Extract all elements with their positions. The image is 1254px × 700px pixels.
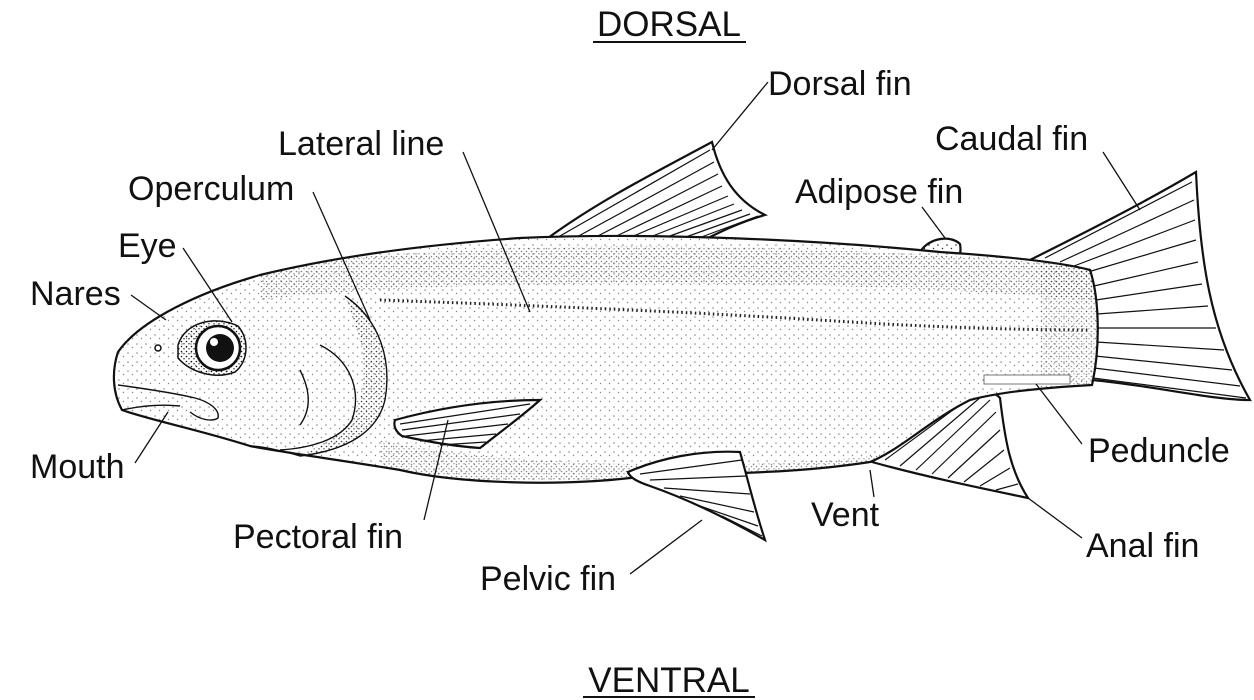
dorsal-heading: DORSAL bbox=[593, 5, 746, 44]
label-dorsal-fin: Dorsal fin bbox=[768, 65, 912, 103]
eye bbox=[196, 326, 240, 370]
pelvic-fin bbox=[628, 452, 765, 540]
label-pelvic-fin: Pelvic fin bbox=[480, 560, 616, 598]
ventral-heading: VENTRAL bbox=[583, 661, 755, 700]
label-mouth: Mouth bbox=[30, 448, 125, 486]
label-nares: Nares bbox=[30, 275, 121, 313]
label-pectoral-fin: Pectoral fin bbox=[233, 518, 403, 556]
label-operculum: Operculum bbox=[128, 170, 294, 208]
dorsal-fin bbox=[548, 142, 765, 242]
label-lateral-line: Lateral line bbox=[278, 125, 444, 163]
label-anal-fin: Anal fin bbox=[1086, 527, 1199, 565]
nares bbox=[155, 345, 161, 351]
label-vent: Vent bbox=[811, 496, 880, 534]
label-eye: Eye bbox=[118, 227, 177, 265]
label-peduncle: Peduncle bbox=[1088, 432, 1230, 470]
dorsal-text: DORSAL bbox=[597, 5, 741, 44]
peduncle-marker bbox=[984, 375, 1070, 384]
label-caudal-fin: Caudal fin bbox=[935, 120, 1088, 158]
ventral-text: VENTRAL bbox=[588, 661, 749, 700]
label-adipose-fin: Adipose fin bbox=[795, 173, 963, 211]
